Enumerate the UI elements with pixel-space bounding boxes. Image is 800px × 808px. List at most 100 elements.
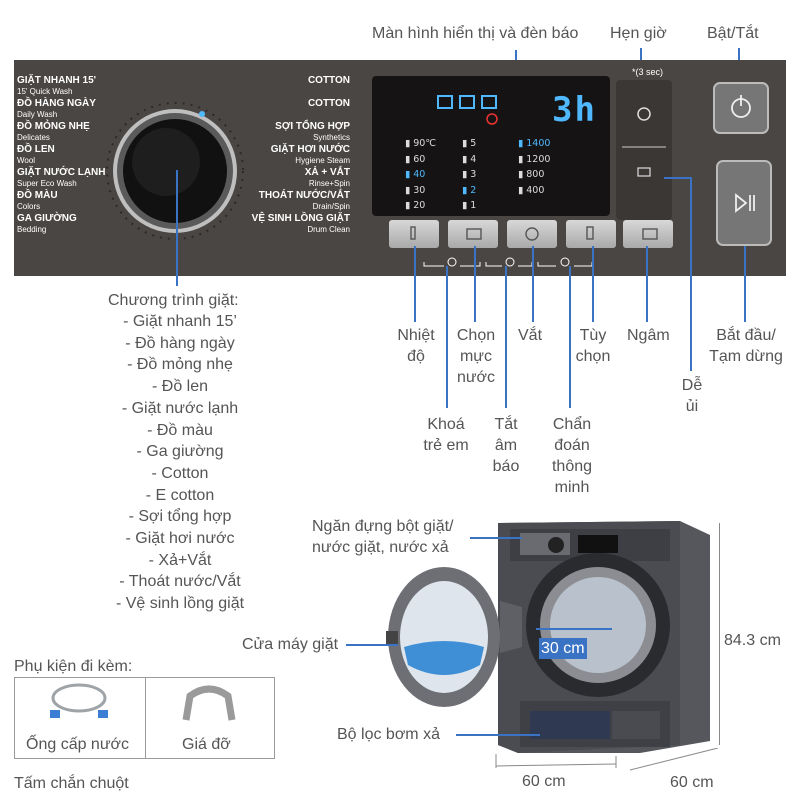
spin-callout: Vắt (518, 327, 543, 344)
mute-callout: Tắt âm báo (492, 416, 520, 475)
rinse-value: ▮ 3 (462, 169, 477, 180)
rinse-value: ▮ 4 (462, 153, 477, 165)
program-name-vi: ĐỒ LEN (17, 144, 55, 155)
program-name-vi: VỆ SINH LỒNG GIẶT (251, 213, 350, 224)
detergent-icons (437, 95, 497, 109)
program-name-en: Daily Wash (17, 110, 58, 119)
lcd-display (372, 76, 610, 216)
program-list-item: - Cotton (151, 464, 209, 482)
program-name-en: Hygiene Steam (295, 156, 350, 165)
start-pause-button[interactable] (716, 160, 772, 246)
height-line (719, 523, 720, 745)
program-list-item: - Đồ hàng ngày (125, 334, 235, 352)
soak-callout: Ngâm (627, 327, 670, 344)
accessories-heading: Phụ kiện đi kèm: (14, 658, 133, 675)
program-name-vi: SỢI TỔNG HỢP (275, 121, 350, 132)
program-heading: Chương trình giặt: (108, 292, 239, 309)
program-list-item: - Đồ màu (147, 421, 213, 439)
timer-button[interactable] (616, 80, 672, 220)
program-name-vi: XẢ + VẮT (304, 167, 350, 178)
start-pause-callout: Bắt đầu/ Tạm dừng (709, 327, 783, 365)
lock-indicator-icon (486, 113, 498, 125)
program-name-en: Synthetics (313, 133, 350, 142)
easy-iron-callout: Dễ ủi (681, 377, 703, 415)
temperature-value: ▮ 60 (405, 153, 426, 165)
water-level-callout: Chọn mực nước (456, 327, 496, 386)
program-name-vi: GIẶT NƯỚC LẠNH (17, 167, 106, 178)
temp-leader (414, 246, 416, 322)
power-label: Bật/Tắt (707, 25, 759, 42)
program-name-vi: ĐỒ HÀNG NGÀY (17, 98, 96, 109)
program-list-item: - Vệ sinh lồng giặt (115, 595, 245, 613)
options-button[interactable] (566, 220, 616, 248)
program-name-vi: GIẶT NHANH 15' (17, 75, 97, 86)
accessories-divider (145, 677, 146, 759)
temperature-button[interactable] (389, 220, 439, 248)
washing-machine-illustration (386, 521, 710, 753)
right-program-label: COTTON (308, 76, 350, 86)
accessory-rodent-plate: Tấm chắn chuột (14, 775, 129, 792)
program-name-en: 15' Quick Wash (17, 87, 73, 96)
soak-button[interactable] (623, 220, 673, 248)
program-name-en: Drum Clean (307, 225, 350, 234)
start-leader (744, 246, 746, 322)
spin-value: ▮ 1200 (518, 153, 551, 165)
program-name-vi: ĐỒ MỎNG NHẸ (17, 121, 90, 132)
program-name-en: Super Eco Wash (17, 179, 77, 188)
mute-leader (505, 266, 507, 408)
accessories-box (14, 677, 275, 759)
right-program-label: COTTON (308, 99, 350, 109)
spin-leader (532, 246, 534, 322)
door-diameter: 30 cm (539, 638, 587, 659)
timer-label: Hẹn giờ (610, 25, 667, 42)
water-hose-icon (50, 683, 108, 718)
drawer-callout: Ngăn đựng bột giặt/ nước giặt, nước xả (312, 518, 454, 556)
program-list-item: - Thoát nước/Vắt (119, 573, 241, 591)
program-name-vi: COTTON (307, 98, 350, 109)
smart-check-callout: Chẩn đoán thông minh (551, 416, 593, 496)
program-name-en: Colors (17, 202, 41, 211)
program-name-en: Wool (17, 156, 36, 165)
program-name-vi: COTTON (307, 75, 350, 86)
spin-button[interactable] (507, 220, 557, 248)
program-list: - Giặt nhanh 15’- Đồ hàng ngày- Đồ mỏng … (100, 311, 260, 615)
dial-leader (176, 170, 178, 286)
program-name-en: Bedding (17, 225, 47, 234)
program-list-item: - Giặt hơi nước (125, 530, 235, 548)
button-icons (410, 226, 658, 241)
program-list-item: - Đồ len (151, 378, 209, 396)
lock-leader (446, 266, 448, 408)
program-list-item: - Đồ mỏng nhẹ (127, 356, 233, 374)
child-lock-callout: Khoá trẻ em (423, 416, 469, 454)
filter-callout: Bộ lọc bơm xả (337, 726, 440, 743)
program-name-vi: GIẶT HƠI NƯỚC (270, 144, 350, 155)
temperature-value: ▮ 30 (405, 184, 426, 196)
stand-bracket-icon (182, 685, 236, 721)
program-name-vi: THOÁT NƯỚC/VẮT (258, 190, 350, 201)
drawer-leader (470, 537, 522, 539)
diameter-line (536, 628, 612, 630)
door-leader (346, 644, 398, 646)
options-leader (592, 246, 594, 322)
power-button[interactable] (713, 82, 769, 134)
width-dimension: 60 cm (522, 773, 566, 790)
rinse-value: ▮ 1 (462, 200, 477, 211)
spin-value: ▮ 400 (518, 184, 545, 196)
program-dial[interactable] (100, 96, 250, 246)
water-level-button[interactable] (448, 220, 498, 248)
smart-leader (569, 266, 571, 408)
filter-leader (456, 734, 540, 736)
program-list-item: - Ga giường (136, 443, 224, 461)
temperature-callout: Nhiệt độ (397, 327, 435, 365)
rinse-value: ▮ 5 (462, 138, 477, 149)
temperature-value: ▮ 90℃ (405, 138, 437, 149)
left-program-label: GIẶT NHANH 15'15' Quick Wash (17, 76, 96, 97)
